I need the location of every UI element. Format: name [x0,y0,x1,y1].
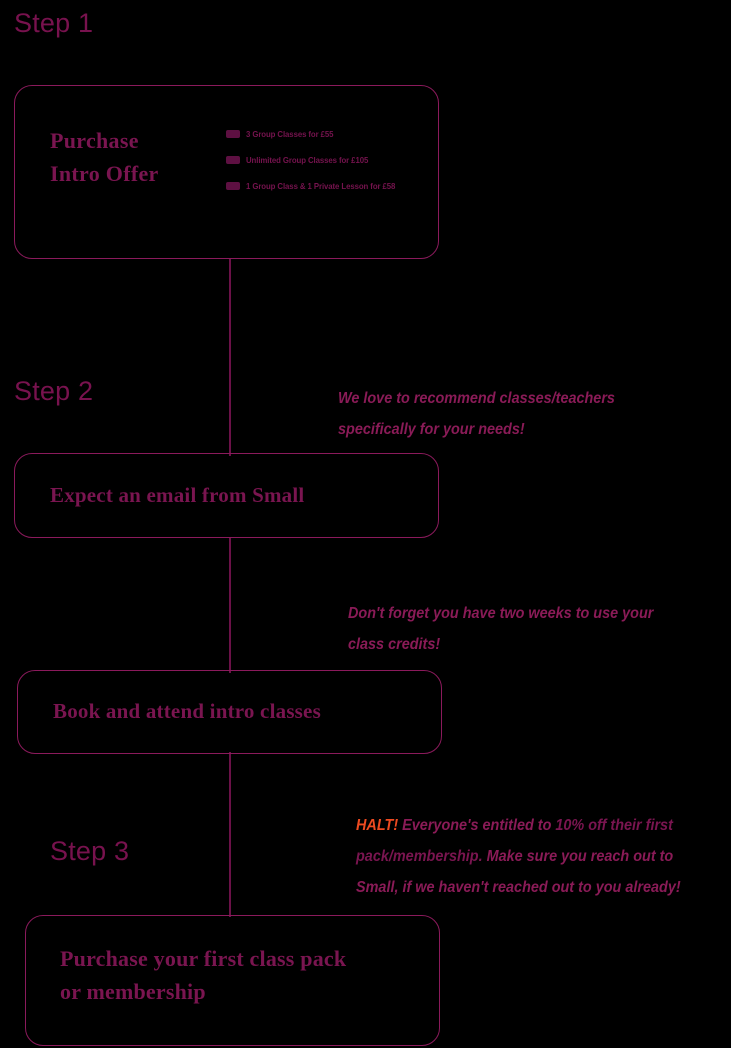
halt-emphasis-text: 10% off their first pack/membership. [356,817,673,865]
flow-box-purchase-class-pack[interactable] [25,915,440,1046]
connector-line-1 [229,258,231,456]
bullet-marker-icon [226,182,240,190]
intro-offer-list: 3 Group Classes for £55 Unlimited Group … [226,128,408,206]
annotation-recommend-classes: We love to recommend classes/teachers sp… [338,390,615,438]
halt-lead-text: Everyone's entitled to [398,817,556,834]
flow-box-expect-email[interactable] [14,453,439,538]
list-item[interactable]: 3 Group Classes for £55 [226,128,408,140]
halt-tail-text: Make sure you reach out to Small, if we … [356,848,681,896]
halt-label: HALT! [356,817,399,834]
flow-box-2-title: Expect an email from Small [50,483,305,507]
bullet-marker-icon [226,156,240,164]
flow-box-1-title: Purchase Intro Offer [50,128,159,186]
flow-box-purchase-intro-offer[interactable] [14,85,439,259]
flow-box-4-title: Purchase your first class pack or member… [60,946,347,1004]
offer-label: Unlimited Group Classes for £105 [246,155,369,165]
connector-line-2 [229,537,231,673]
step-1-label: Step 1 [14,8,94,38]
bullet-marker-icon [226,130,240,138]
step-2-label: Step 2 [14,376,94,406]
annotation-halt-discount: HALT! Everyone's entitled to 10% off the… [356,810,709,903]
offer-label: 1 Group Class & 1 Private Lesson for £58 [246,181,396,191]
connector-line-3 [229,752,231,917]
step-3-label: Step 3 [50,836,130,866]
flow-box-book-attend-classes[interactable] [17,670,442,754]
flow-box-3-title: Book and attend intro classes [53,699,321,723]
offer-label: 3 Group Classes for £55 [246,129,334,139]
list-item[interactable]: 1 Group Class & 1 Private Lesson for £58 [226,180,408,192]
list-item[interactable]: Unlimited Group Classes for £105 [226,154,408,166]
annotation-two-weeks-credits: Don't forget you have two weeks to use y… [348,605,654,653]
